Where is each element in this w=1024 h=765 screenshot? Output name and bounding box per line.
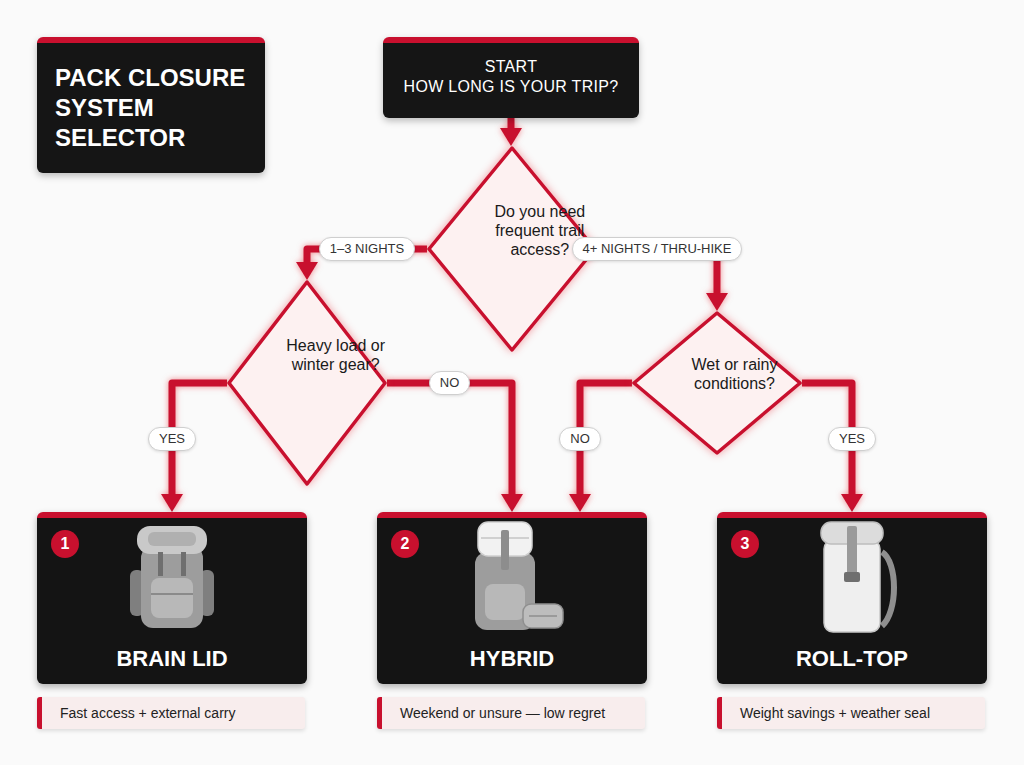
question-text: Heavy load or winter gear? [284,336,387,374]
callout-number: 2 [391,530,419,558]
hybrid-pack-icon [475,522,563,630]
question-text: HOW LONG IS YOUR TRIP? [393,77,629,97]
callout-number: 1 [51,530,79,558]
brain-lid-pack-icon [151,578,193,618]
hybrid-pack-icon [475,552,535,630]
branch-label: NO [429,371,471,395]
branch-label: YES [828,427,876,451]
hybrid-pack-icon [523,604,563,628]
start-label: START [393,57,629,77]
brain-lid-pack-icon [148,532,196,546]
branch-label: NO [559,427,601,451]
caption-text: Fast access + external carry [60,704,293,722]
roll-top-pack-icon [824,540,880,632]
caption-box: Fast access + external carry [37,697,305,729]
brain-lid-pack-icon [141,546,203,628]
roll-top-pack-icon [821,522,883,544]
caption-box: Weight savings + weather seal [717,697,985,729]
flow-connector [387,383,512,494]
caption-box: Weekend or unsure — low regret [377,697,645,729]
connector-group [172,118,852,494]
hybrid-pack-icon [501,530,509,570]
hybrid-pack-icon [481,537,529,539]
diamond-outline [227,280,387,486]
title-text: PACK CLOSURE SYSTEM SELECTOR [55,63,247,153]
roll-top-pack-icon [847,526,857,578]
brain-lid-pack-icon [130,526,214,628]
brain-lid-pack-icon [151,593,193,595]
brain-lid-pack-icon [158,552,163,576]
caption-text: Weight savings + weather seal [740,704,973,722]
decision-diamond: Heavy load or winter gear? [227,280,387,486]
brain-lid-pack-icon [130,570,144,616]
result-name: ROLL-TOP [717,646,987,672]
roll-top-pack-icon [821,522,894,632]
result-box: 1BRAIN LID [37,512,307,684]
branch-label: 4+ NIGHTS / THRU-HIKE [572,237,743,261]
decision-diamond: Wet or rainy conditions? [632,311,802,455]
flow-connector [508,118,515,128]
roll-top-pack-icon [844,572,860,582]
brain-lid-pack-icon [200,570,214,616]
diamond-outline [634,313,800,453]
result-box: 3ROLL-TOP [717,512,987,684]
roll-top-pack-icon [882,552,894,626]
hybrid-pack-icon [478,522,532,556]
caption-text: Weekend or unsure — low regret [400,704,633,722]
hybrid-pack-icon [529,615,557,617]
start-box: STARTHOW LONG IS YOUR TRIP? [383,37,639,118]
callout-number: 3 [731,530,759,558]
result-name: BRAIN LID [37,646,307,672]
branch-label: 1–3 NIGHTS [319,237,415,261]
diamond-outline [229,282,385,484]
branch-label: YES [148,427,196,451]
brain-lid-pack-icon [137,526,207,554]
brain-lid-pack-icon [181,552,186,576]
question-text: Wet or rainy conditions? [677,355,793,393]
title-panel: PACK CLOSURE SYSTEM SELECTOR [37,37,265,173]
result-box: 2HYBRID [377,512,647,684]
result-name: HYBRID [377,646,647,672]
hybrid-pack-icon [485,584,525,620]
